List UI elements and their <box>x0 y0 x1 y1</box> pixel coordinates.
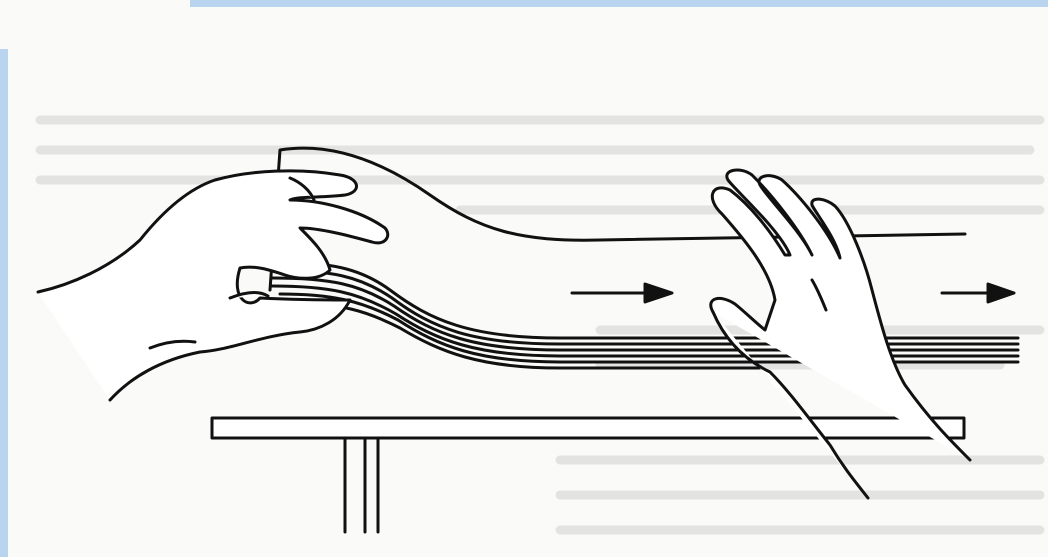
right-hand-icon <box>711 170 970 498</box>
left-hand-icon <box>38 171 388 400</box>
arrow-right-icon <box>572 284 672 302</box>
paper-stack-icon <box>270 148 1018 368</box>
arrow-right-icon <box>942 284 1014 302</box>
